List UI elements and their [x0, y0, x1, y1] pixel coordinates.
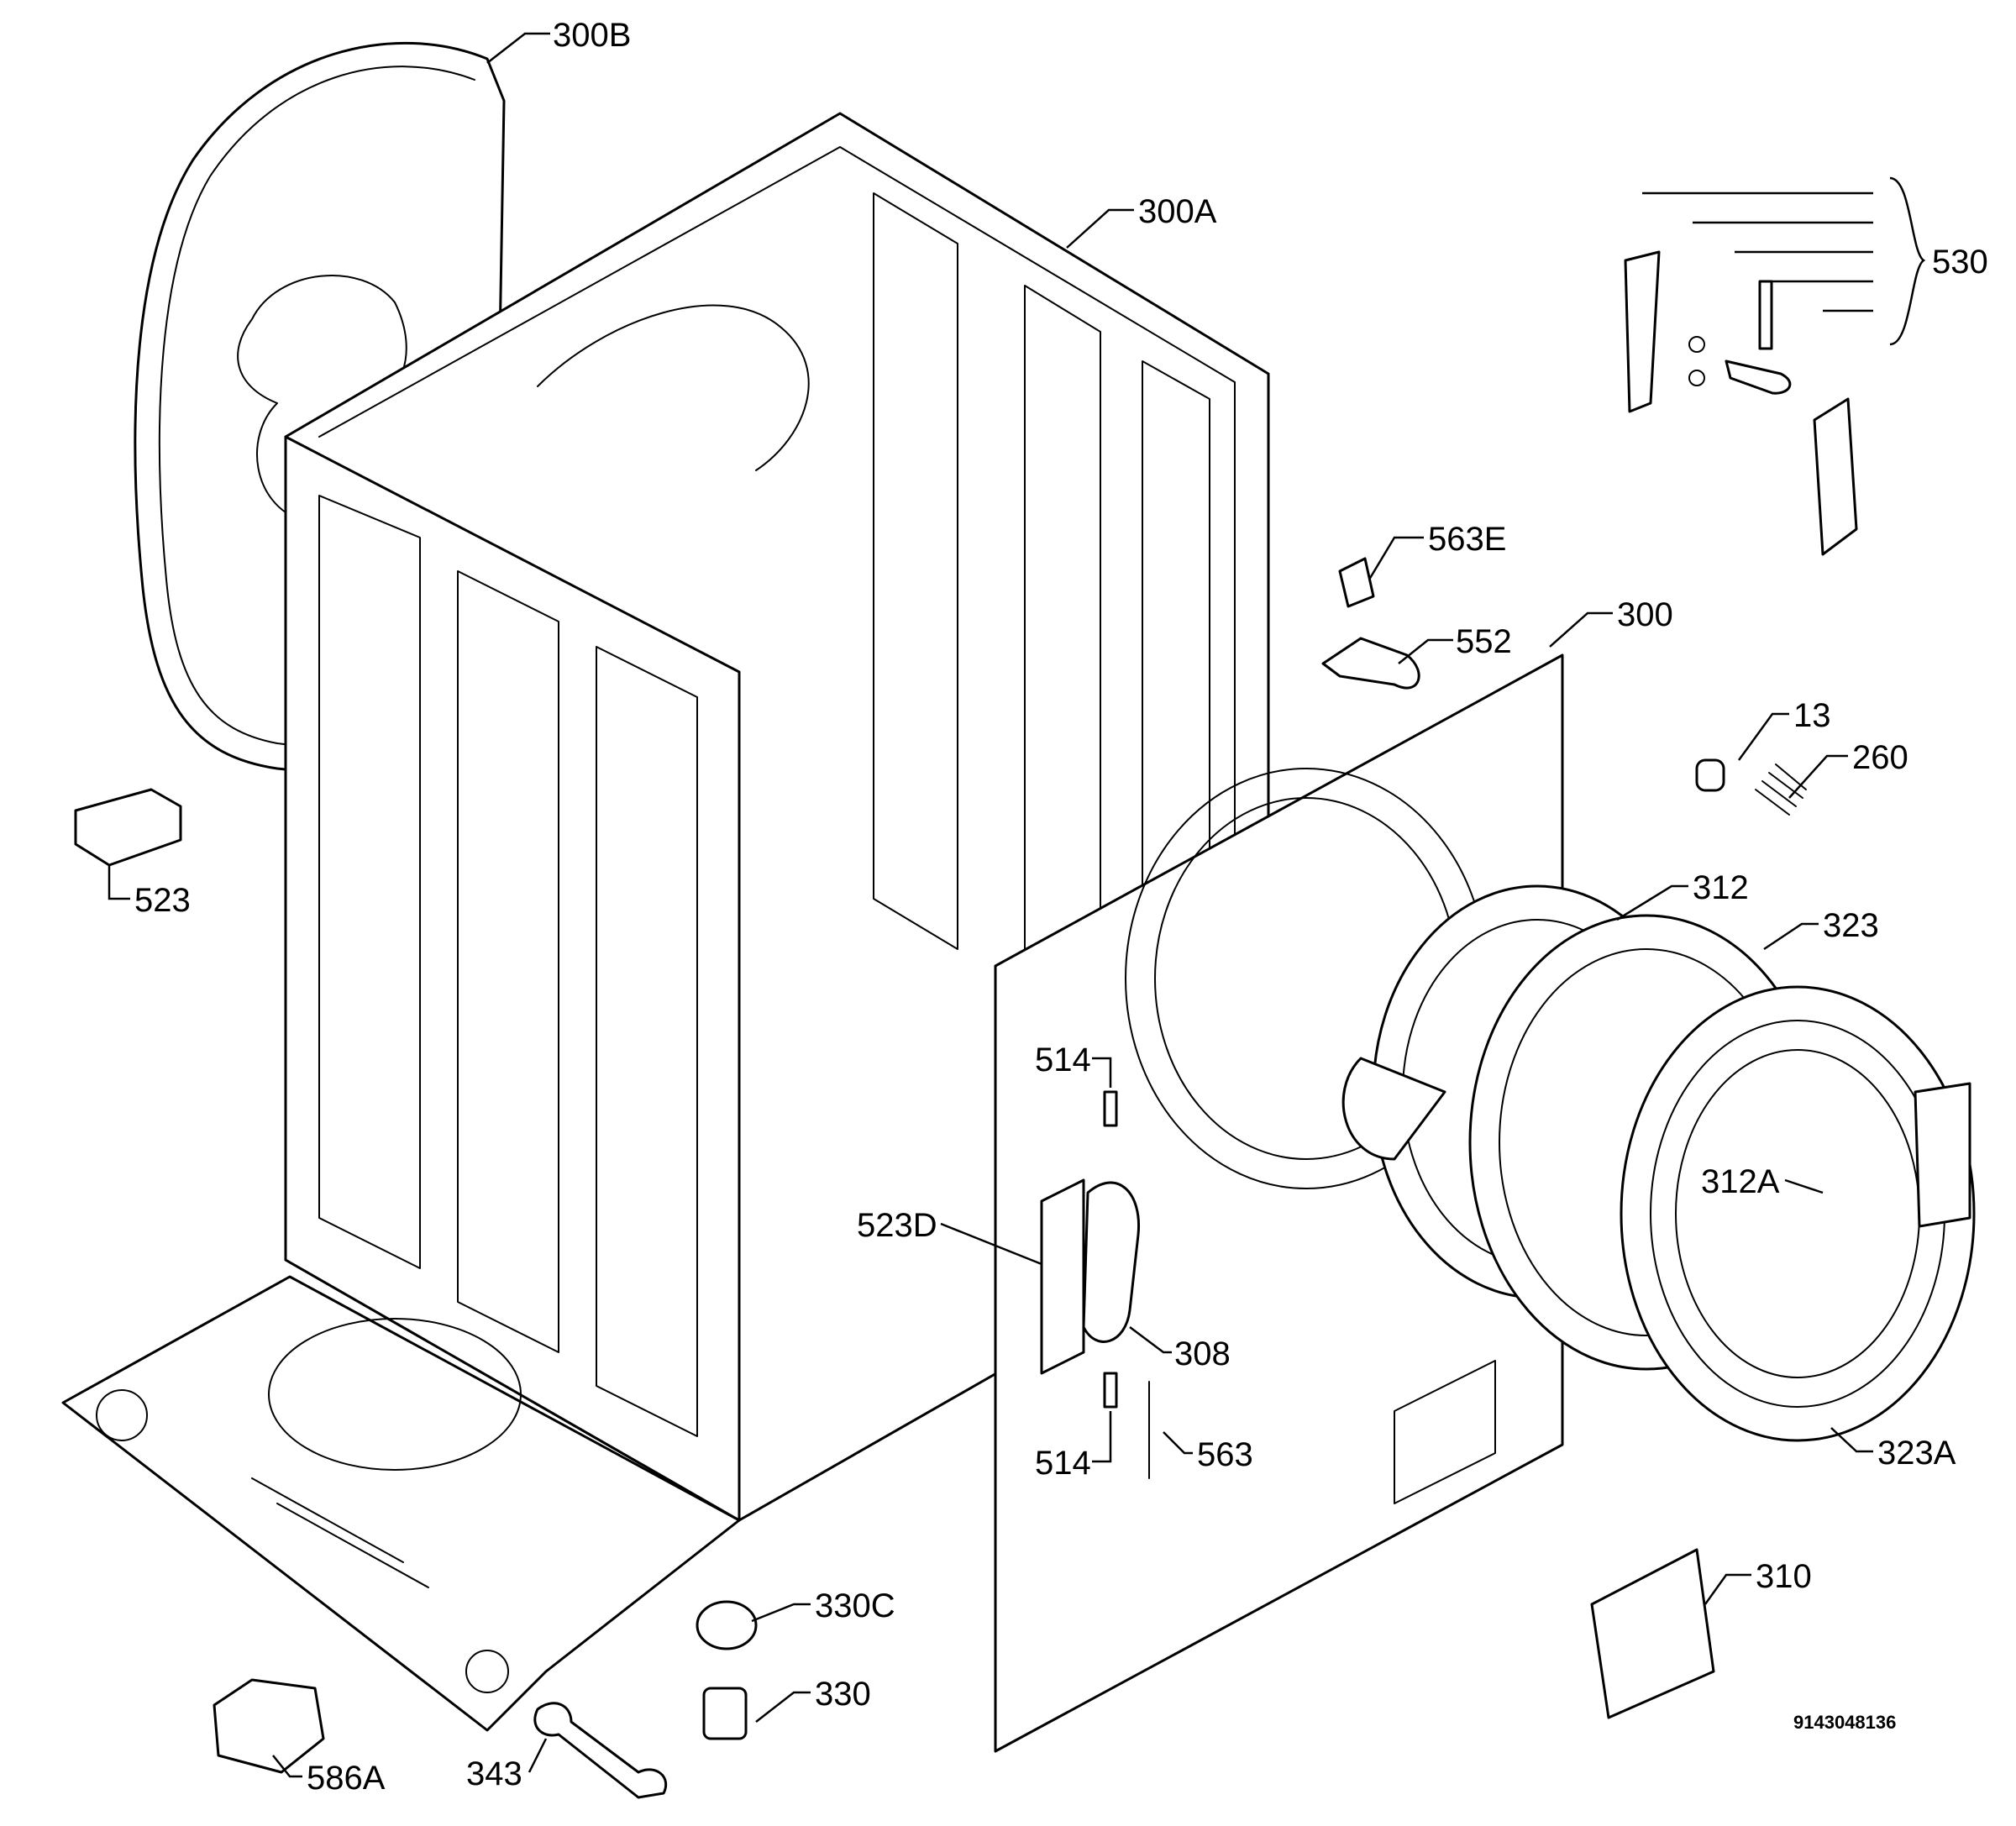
callout-300B: 300B: [553, 17, 631, 54]
callout-563: 563: [1197, 1436, 1253, 1473]
callout-330C: 330C: [815, 1587, 895, 1624]
callout-343: 343: [466, 1755, 522, 1792]
part-552-lever: [1321, 637, 1420, 690]
callout-323A: 323A: [1877, 1435, 1956, 1472]
callout-563E: 563E: [1428, 521, 1506, 558]
part-330-foot: [702, 1687, 748, 1740]
callout-523: 523: [134, 882, 191, 919]
callout-labels: 300B 300A 530 563E 552 300 13 260 523 31…: [134, 17, 1988, 1797]
callout-312A: 312A: [1701, 1163, 1780, 1200]
part-323A-door-outer: [1620, 985, 1976, 1442]
callout-300: 300: [1617, 596, 1673, 633]
part-514-screw-top: [1103, 1090, 1118, 1127]
part-260-spring: [1755, 763, 1807, 816]
part-530-handle-kit: [1624, 250, 1858, 556]
callout-552: 552: [1456, 623, 1512, 660]
callout-323: 323: [1823, 907, 1879, 944]
part-563E-latch: [1338, 557, 1375, 608]
part-308-hinge: [1082, 1181, 1141, 1343]
part-13-cap: [1695, 758, 1725, 792]
callout-312: 312: [1693, 869, 1749, 906]
callout-523D: 523D: [857, 1207, 937, 1244]
callout-530: 530: [1932, 244, 1988, 281]
part-330C-foot-nut: [696, 1600, 758, 1650]
part-586A-bracket: [213, 1678, 325, 1774]
callout-13: 13: [1793, 697, 1831, 734]
callout-308: 308: [1174, 1335, 1231, 1372]
part-514-screw-bottom: [1103, 1372, 1118, 1409]
part-523D-lock-plate: [1040, 1178, 1085, 1375]
part-base-tray: [61, 1275, 741, 1732]
callout-300A: 300A: [1138, 193, 1217, 230]
document-number: 9143048136: [1793, 1712, 1896, 1733]
leader-lines: [108, 32, 1926, 1778]
callout-514-bottom: 514: [1035, 1445, 1091, 1482]
part-343-spanner: [533, 1702, 668, 1799]
callout-514-top: 514: [1035, 1042, 1091, 1078]
callout-310: 310: [1756, 1558, 1812, 1595]
callout-330: 330: [815, 1676, 871, 1713]
callout-260: 260: [1852, 739, 1908, 776]
part-523-bracket: [74, 788, 182, 867]
callout-586A: 586A: [307, 1760, 386, 1797]
part-310-flap: [1590, 1548, 1715, 1719]
